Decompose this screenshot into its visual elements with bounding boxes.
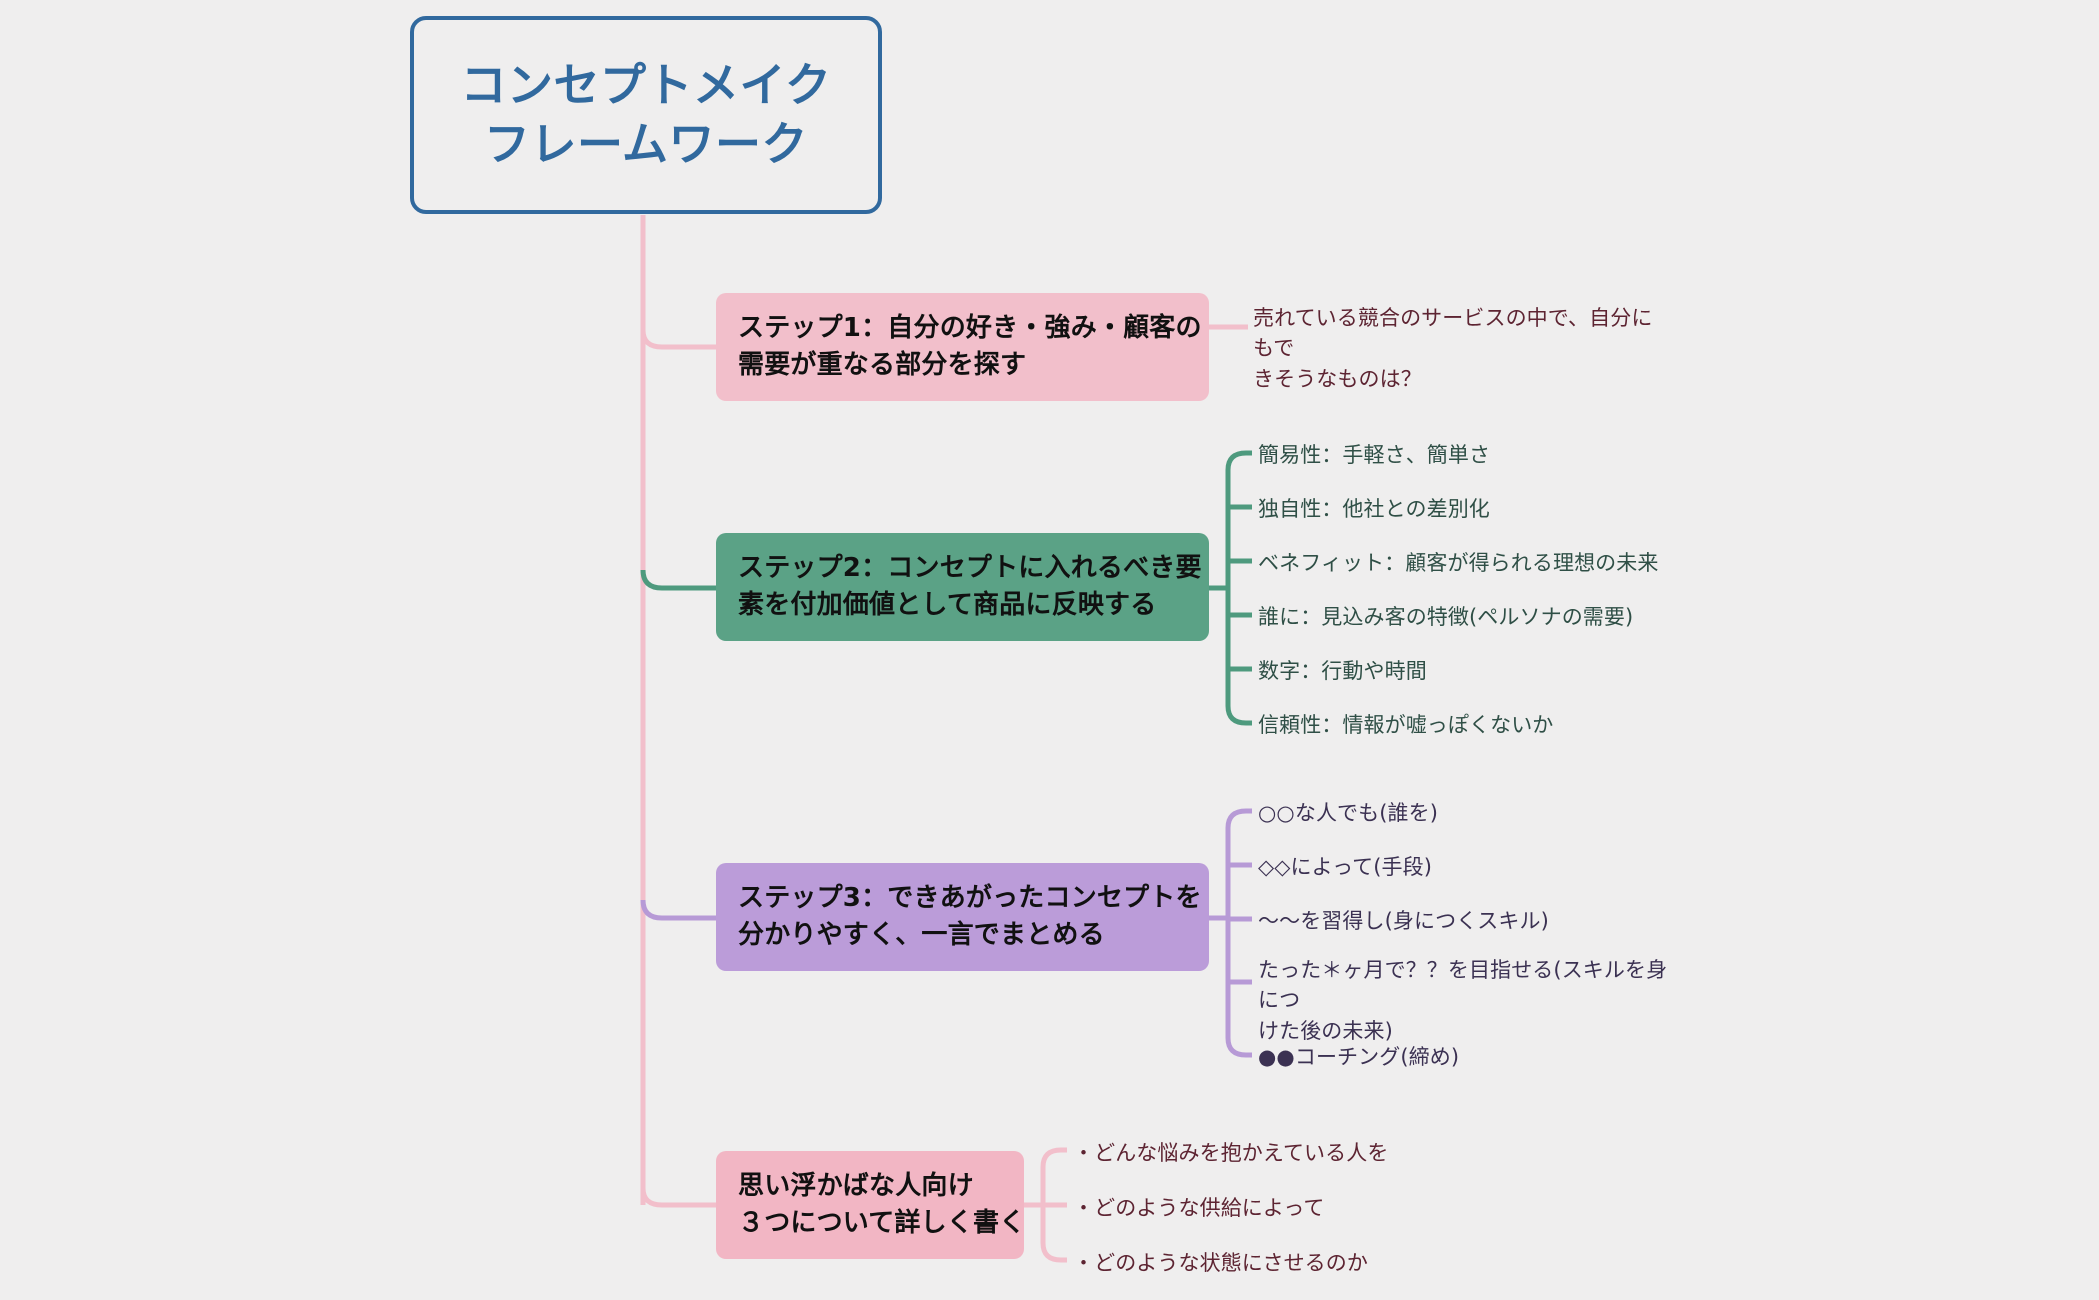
branch-stub-step1 (640, 329, 716, 350)
branch-node-step3-line-1: ステップ3：できあがったコンセプトを (738, 883, 1202, 914)
branch-node-step1-line-1: ステップ1：自分の好き・強み・顧客の (738, 313, 1202, 344)
leaf-step2-5[interactable]: 数字：行動や時間 (1258, 659, 1427, 683)
child-connector-step2 (1225, 450, 1252, 471)
branch-node-step1-line-2: 需要が重なる部分を探す (738, 350, 1027, 380)
leaf-step4-3[interactable]: ・どのような状態にさせるのか (1073, 1251, 1368, 1275)
branch-node-step3[interactable]: ステップ3：できあがったコンセプトを 分かりやすく、一言でまとめる (716, 863, 1209, 971)
leaf-step4-2[interactable]: ・どのような供給によって (1073, 1196, 1325, 1220)
branch-stub-step3 (640, 899, 716, 921)
branch-node-step2-line-1: ステップ2：コンセプトに入れるべき要 (738, 553, 1202, 584)
branch-stub-step2 (640, 569, 716, 591)
branch-node-step1[interactable]: ステップ1：自分の好き・強み・顧客の 需要が重なる部分を探す (716, 293, 1209, 401)
leaf-step3-1[interactable]: ○○な人でも(誰を) (1258, 801, 1439, 825)
branch-node-step2[interactable]: ステップ2：コンセプトに入れるべき要 素を付加価値として商品に反映する (716, 533, 1209, 641)
leaf-step2-4[interactable]: 誰に：見込み客の特徴(ペルソナの需要) (1258, 605, 1634, 629)
note-step1: 売れている競合のサービスの中で、自分にもで きそうなものは？ (1253, 306, 1653, 391)
branch-node-step2-line-2: 素を付加価値として商品に反映する (738, 590, 1157, 620)
child-connector-step2 (1225, 705, 1252, 726)
leaf-step2-3[interactable]: ベネフィット：顧客が得られる理想の未来 (1258, 551, 1659, 575)
leaf-step3-4[interactable]: たった＊ヶ月で？？を目指せる(スキルを身につ けた後の未来) (1258, 958, 1668, 1043)
root-title-line-2: フレームワーク (483, 117, 809, 171)
leaf-step3-2[interactable]: ◇◇によって(手段) (1258, 855, 1433, 879)
branch-node-step3-line-2: 分かりやすく、一言でまとめる (738, 920, 1105, 950)
leaf-step4-1[interactable]: ・どんな悩みを抱かえている人を (1073, 1141, 1389, 1165)
branch-stub-step4 (640, 1187, 716, 1208)
root-title-line-1: コンセプトメイク (460, 58, 832, 113)
child-connector-step4 (1040, 1242, 1067, 1263)
branch-node-step4-line-1: 思い浮かばな人向け (738, 1171, 974, 1202)
leaf-step3-3[interactable]: 〜〜を習得し(身につくスキル) (1258, 909, 1549, 933)
leaf-step2-1[interactable]: 簡易性：手軽さ、簡単さ (1258, 443, 1491, 467)
leaf-step2-2[interactable]: 独自性：他社との差別化 (1258, 497, 1490, 521)
child-connector-step3 (1225, 808, 1252, 829)
leaf-step3-5[interactable]: ●●コーチング(締め) (1258, 1045, 1460, 1069)
branch-node-step4[interactable]: 思い浮かばな人向け ３つについて詳しく書く (716, 1151, 1026, 1259)
child-connector-step4 (1040, 1147, 1067, 1168)
branch-node-step4-line-2: ３つについて詳しく書く (738, 1208, 1026, 1238)
child-connector-step3 (1225, 1037, 1252, 1058)
root-node[interactable]: コンセプトメイク フレームワーク (410, 16, 882, 214)
leaf-step2-6[interactable]: 信頼性：情報が嘘っぽくないか (1258, 713, 1554, 737)
